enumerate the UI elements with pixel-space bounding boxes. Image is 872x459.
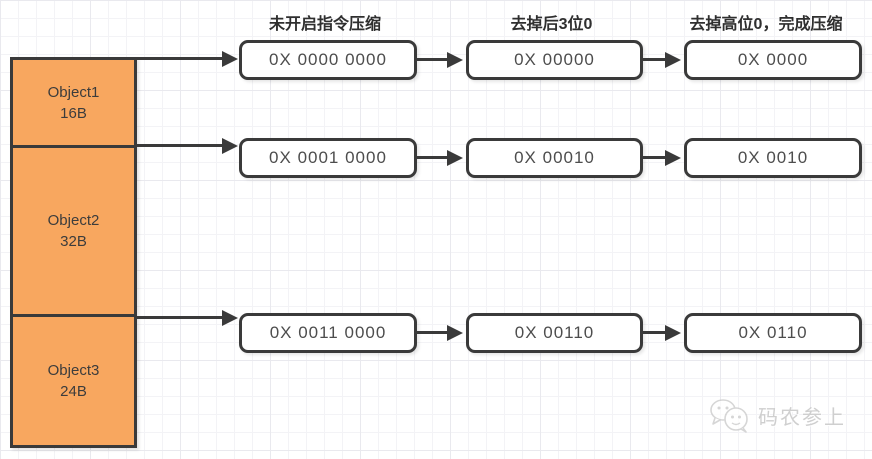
column-header-remove-trailing-zeros: 去掉后3位0 — [510, 16, 593, 33]
watermark: 码农参上 — [708, 397, 846, 433]
memory-object-2: Object2 32B — [13, 145, 134, 314]
object-size: 32B — [60, 233, 87, 250]
column-header-uncompressed: 未开启指令压缩 — [268, 16, 381, 33]
column-header-remove-leading-zeros: 去掉高位0，完成压缩 — [689, 16, 843, 33]
arrow-row2-step1-icon — [414, 149, 463, 166]
arrowhead-icon — [665, 149, 681, 166]
heap-memory-column: Object1 16B Object2 32B Object3 24B — [10, 57, 137, 448]
arrow-row3-step1-icon — [414, 324, 463, 341]
arrow-object3-to-address-icon — [137, 309, 238, 326]
object-name: Object3 — [47, 362, 100, 379]
arrow-object1-to-address-icon — [137, 50, 238, 67]
address-box-row2-trailing-removed: 0X 00010 — [466, 138, 643, 178]
object-size: 24B — [60, 383, 87, 400]
arrowhead-icon — [665, 324, 681, 341]
arrowhead-icon — [447, 149, 463, 166]
arrowhead-icon — [447, 51, 463, 68]
address-box-row1-trailing-removed: 0X 00000 — [466, 40, 643, 80]
object-size: 16B — [60, 104, 87, 122]
memory-object-3: Object3 24B — [13, 314, 134, 445]
arrowhead-icon — [222, 137, 238, 154]
arrowhead-icon — [222, 309, 238, 326]
address-box-row3-uncompressed: 0X 0011 0000 — [239, 313, 417, 353]
address-box-row3-compressed: 0X 0110 — [684, 313, 862, 353]
wechat-icon — [708, 397, 752, 433]
arrow-row1-step2-icon — [640, 51, 681, 68]
arrow-object2-to-address-icon — [137, 137, 238, 154]
address-box-row3-trailing-removed: 0X 00110 — [466, 313, 643, 353]
arrowhead-icon — [222, 50, 238, 67]
arrowhead-icon — [447, 324, 463, 341]
watermark-text: 码农参上 — [758, 406, 846, 429]
address-box-row2-uncompressed: 0X 0001 0000 — [239, 138, 417, 178]
arrow-row1-step1-icon — [414, 51, 463, 68]
object-name: Object1 — [47, 83, 100, 101]
address-box-row1-compressed: 0X 0000 — [684, 40, 862, 80]
arrow-row3-step2-icon — [640, 324, 681, 341]
arrowhead-icon — [665, 51, 681, 68]
arrow-row2-step2-icon — [640, 149, 681, 166]
object-name: Object2 — [47, 212, 100, 229]
memory-object-1: Object1 16B — [13, 60, 134, 145]
address-box-row2-compressed: 0X 0010 — [684, 138, 862, 178]
address-box-row1-uncompressed: 0X 0000 0000 — [239, 40, 417, 80]
